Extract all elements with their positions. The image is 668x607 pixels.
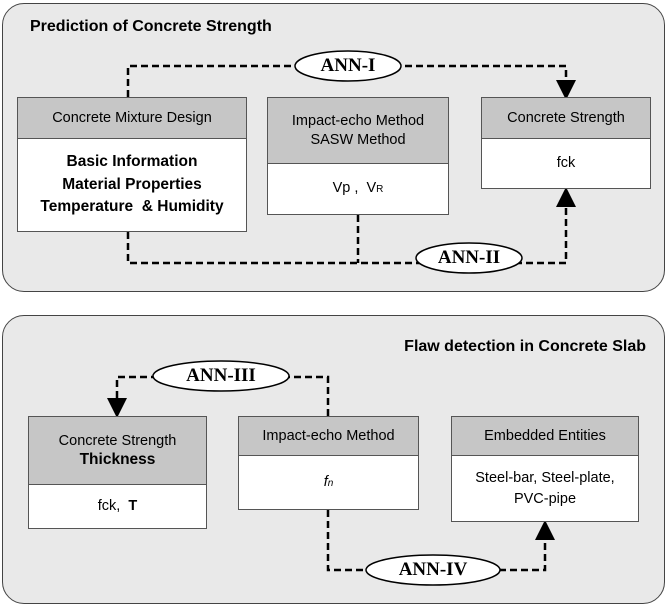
box-header: Impact-echo Method <box>239 417 418 456</box>
ann1-ellipse <box>294 50 402 82</box>
concrete-mixture-design-box: Concrete Mixture Design Basic Informatio… <box>17 97 247 232</box>
ann4-label: ANN-IV <box>398 559 468 580</box>
box-header-impact-echo: Impact-echo Method <box>291 113 425 130</box>
box-header: Concrete Mixture Design <box>18 98 246 139</box>
panel-title-strength-prediction: Prediction of Concrete Strength <box>30 18 272 35</box>
ann3-label: ANN-III <box>186 365 256 386</box>
box-header: Impact-echo Method SASW Method <box>268 98 448 164</box>
box-header-label: Impact-echo Method <box>262 427 395 444</box>
box-header-sasw: SASW Method <box>310 131 406 148</box>
panel-title-flaw-detection: Flaw detection in Concrete Slab <box>404 338 646 355</box>
mixture-item-material-properties: Material Properties <box>62 175 202 193</box>
embedded-entity-types-line2: PVC-pipe <box>513 490 577 507</box>
embedded-entities-box: Embedded Entities Steel-bar, Steel-plate… <box>451 416 639 522</box>
ann3-ellipse <box>152 360 290 392</box>
impact-echo-sasw-box: Impact-echo Method SASW Method Vp , VR <box>267 97 449 215</box>
fck-output: fck <box>556 154 576 171</box>
box-header: Concrete Strength <box>482 98 650 139</box>
box-body: fn <box>239 456 418 509</box>
concrete-strength-thickness-box: Concrete Strength Thickness fck, T <box>28 416 207 529</box>
mixture-item-basic-information: Basic Information <box>66 153 198 171</box>
mixture-item-temperature-humidity: Temperature & Humidity <box>40 198 224 216</box>
concrete-strength-output-box: Concrete Strength fck <box>481 97 651 189</box>
box-header-label: Concrete Strength <box>507 109 625 126</box>
box-header-label: Concrete Mixture Design <box>52 109 212 126</box>
box-header-thickness: Thickness <box>79 450 156 468</box>
ann1-connector <box>126 64 576 100</box>
embedded-entity-types-line1: Steel-bar, Steel-plate, <box>475 470 615 487</box>
box-header-concrete-strength: Concrete Strength <box>58 432 177 449</box>
box-header: Concrete Strength Thickness <box>29 417 206 485</box>
box-header-label: Embedded Entities <box>484 427 606 444</box>
natural-frequency: fn <box>323 473 334 490</box>
box-header: Embedded Entities <box>452 417 638 456</box>
box-body: fck <box>482 139 650 188</box>
ann4-ellipse <box>365 554 501 586</box>
box-body: fck, T <box>29 485 206 528</box>
wave-velocities: Vp , VR <box>332 180 384 197</box>
box-body: Steel-bar, Steel-plate, PVC-pipe <box>452 456 638 521</box>
ann2-ellipse <box>415 242 523 274</box>
ann2-connector-mixture <box>126 187 576 265</box>
box-body: Vp , VR <box>268 164 448 214</box>
fck-thickness-inputs: fck, T <box>97 497 138 514</box>
ann1-label: ANN-I <box>320 55 376 76</box>
ann2-label: ANN-II <box>437 247 501 268</box>
box-body: Basic Information Material Properties Te… <box>18 139 246 231</box>
impact-echo-method-box: Impact-echo Method fn <box>238 416 419 510</box>
